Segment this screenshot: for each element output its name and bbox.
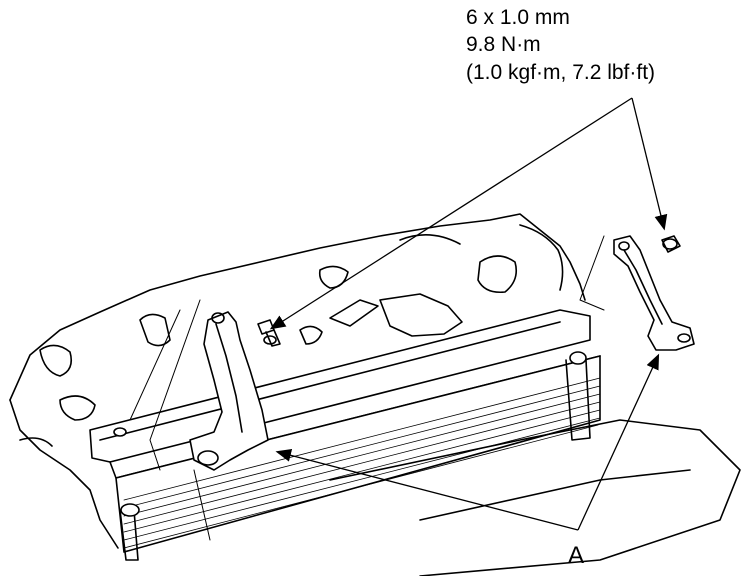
engine-detail [139,313,171,347]
engine-detail [318,265,349,289]
right-bracket-edge [623,249,663,325]
left-bracket-hole [197,450,219,466]
spec-arrow-left [269,97,633,330]
leader-line [129,309,181,421]
engine-detail [59,395,96,421]
bolt [257,319,281,347]
bolt [661,235,681,253]
radiator-side-post [565,359,591,441]
torque-alt-text: (1.0 kgf·m, 7.2 lbf·ft) [466,61,656,84]
left-bracket-edge [215,323,243,433]
engine-detail [399,234,461,245]
engine-outline [9,213,586,401]
torque-nm-text: 9.8 N·m [466,33,541,56]
leader-line [149,299,201,471]
grommet [569,351,587,365]
bolt-size-text: 6 x 1.0 mm [466,6,570,29]
grommet [120,503,140,517]
leader-line [193,469,211,541]
right-bracket [613,235,695,351]
engine-detail [329,299,379,327]
bracket-label-a: A [568,542,585,569]
body-panel [329,419,741,576]
body-panel-inner [419,469,691,521]
right-bracket-hole [677,333,691,343]
label-arrow-left [275,448,579,531]
engine-detail [299,325,323,345]
engine-detail [39,344,73,377]
radiator-side-post [119,509,139,561]
engine-detail [379,293,463,337]
right-bracket-hole [618,241,630,251]
engine-outline-left [9,399,119,549]
left-bracket-hole [211,312,225,324]
engine-detail [19,437,53,447]
grommet [113,427,127,437]
engine-detail [519,224,564,291]
label-arrow-right [577,353,660,531]
leader-line [579,235,605,311]
left-bracket [189,311,269,471]
radiator-upper-support [89,309,591,463]
spec-arrow-right [631,97,668,231]
engine-detail [477,255,518,294]
radiator-tank [99,321,561,441]
